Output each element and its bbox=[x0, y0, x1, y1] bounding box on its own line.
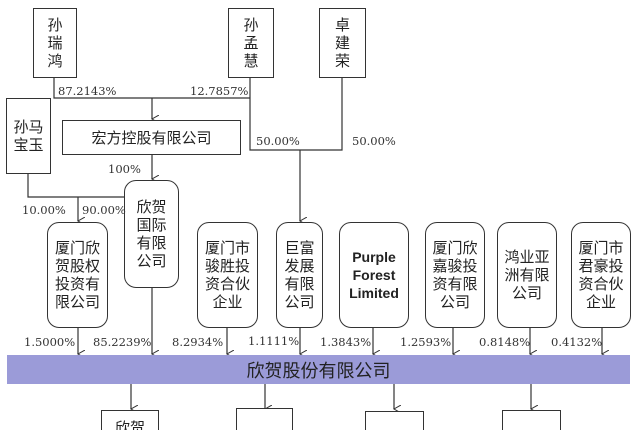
box-label: 厦门市君豪投资合伙企业 bbox=[578, 239, 624, 311]
box-label: 宏方控股有限公司 bbox=[91, 128, 212, 147]
direct-shareholder-box: 厦门市骏胜投资合伙企业 bbox=[197, 222, 258, 328]
box-label: Purple Forest Limited bbox=[349, 249, 399, 301]
pct-label: 90.00% bbox=[82, 203, 126, 217]
direct-shareholder-box: 厦门欣嘉骏投资有限公司 bbox=[425, 222, 485, 328]
pct-label: 8.2934% bbox=[172, 335, 224, 349]
pct-label: 1.2593% bbox=[400, 335, 452, 349]
pct-label: 0.8148% bbox=[479, 335, 531, 349]
direct-shareholder-box: Purple Forest Limited bbox=[339, 222, 409, 328]
pct-label: 50.00% bbox=[256, 134, 300, 148]
direct-shareholder-box: 厦门欣贺股权投资有限公司 bbox=[47, 222, 108, 328]
subsidiary-box bbox=[502, 410, 561, 430]
pct-label: 85.2239% bbox=[93, 335, 152, 349]
shareholder-sun-ruihong: 孙瑞鸿 bbox=[33, 8, 77, 78]
subsidiary-box bbox=[365, 411, 424, 430]
box-label: 欣贺 bbox=[114, 419, 145, 430]
box-label: 厦门市骏胜投资合伙企业 bbox=[204, 239, 250, 311]
pct-label: 1.1111% bbox=[248, 334, 300, 348]
subsidiary-box bbox=[236, 408, 293, 430]
xinhe-international: 欣贺国际有限公司 bbox=[124, 180, 179, 288]
company-name: 欣贺股份有限公司 bbox=[246, 360, 391, 382]
direct-shareholder-box: 鸿业亚洲有限公司 bbox=[497, 222, 557, 328]
direct-shareholder-box: 巨富发展有限公司 bbox=[276, 222, 323, 328]
box-label: 鸿业亚洲有限公司 bbox=[504, 248, 550, 302]
box-label: 欣贺国际有限公司 bbox=[136, 198, 167, 270]
shareholder-sun-menghui: 孙孟慧 bbox=[228, 8, 274, 78]
box-label: 孙瑞鸿 bbox=[47, 16, 63, 70]
pct-label: 0.4132% bbox=[551, 335, 603, 349]
pct-label: 1.3843% bbox=[320, 335, 372, 349]
pct-label: 1.5000% bbox=[24, 335, 76, 349]
box-label: 卓建荣 bbox=[334, 16, 350, 70]
subsidiary-box: 欣贺 bbox=[101, 410, 159, 430]
pct-label: 12.7857% bbox=[190, 84, 249, 98]
shareholder-zhuo-jianrong: 卓建荣 bbox=[319, 8, 366, 78]
company-bar: 欣贺股份有限公司 bbox=[7, 355, 630, 384]
pct-label: 100% bbox=[108, 162, 141, 176]
direct-shareholder-box: 厦门市君豪投资合伙企业 bbox=[571, 222, 631, 328]
box-label: 巨富发展有限公司 bbox=[284, 239, 315, 311]
box-label: 厦门欣嘉骏投资有限公司 bbox=[432, 239, 478, 311]
box-label: 厦门欣贺股权投资有限公司 bbox=[54, 239, 100, 311]
pct-label: 10.00% bbox=[22, 203, 66, 217]
pct-label: 50.00% bbox=[352, 134, 396, 148]
box-label: 孙马宝玉 bbox=[13, 118, 44, 154]
shareholder-sun-mabaoyu: 孙马宝玉 bbox=[6, 98, 51, 174]
box-label: 孙孟慧 bbox=[243, 16, 259, 70]
pct-label: 87.2143% bbox=[58, 84, 117, 98]
hongfang-holdings: 宏方控股有限公司 bbox=[62, 120, 241, 155]
